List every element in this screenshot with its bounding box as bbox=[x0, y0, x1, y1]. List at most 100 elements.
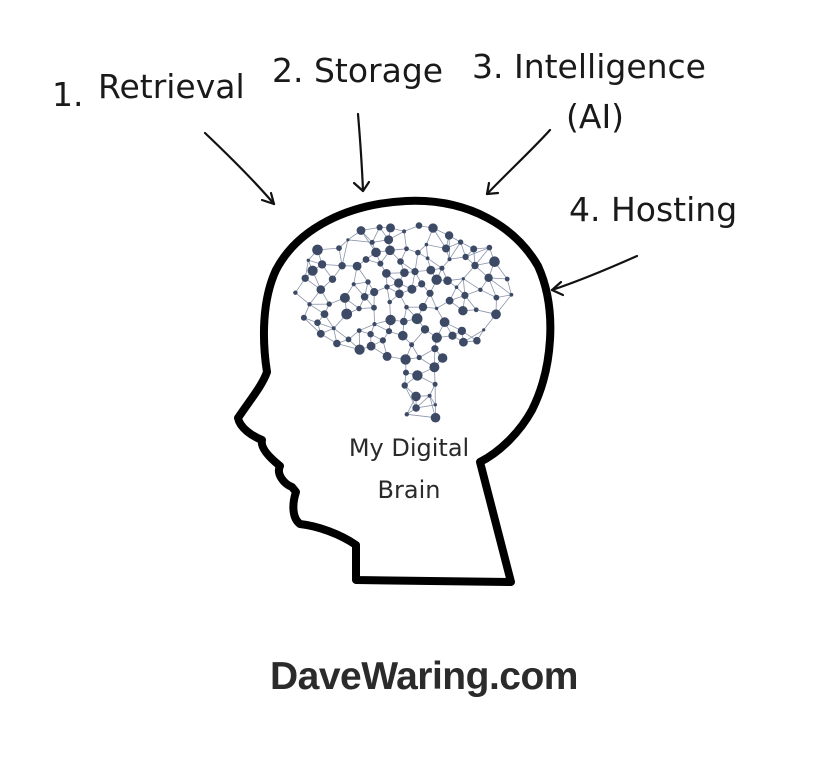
arrows bbox=[203, 112, 639, 297]
brain-node bbox=[470, 245, 478, 253]
brain-node bbox=[400, 354, 411, 365]
brain-node bbox=[293, 290, 298, 295]
brain-node bbox=[346, 238, 350, 242]
label-storage: 2. Storage bbox=[272, 51, 444, 90]
brain-connection bbox=[465, 247, 490, 258]
brain-node bbox=[316, 285, 326, 294]
brain-node bbox=[445, 296, 454, 305]
brain-node bbox=[366, 341, 376, 351]
brain-node bbox=[306, 258, 310, 262]
brain-node bbox=[385, 245, 395, 256]
brain-connection bbox=[506, 278, 512, 295]
brain-connection bbox=[341, 239, 349, 266]
brain-node bbox=[331, 326, 336, 331]
brain-node bbox=[369, 239, 375, 245]
brain-node bbox=[411, 391, 421, 402]
brain-node bbox=[415, 222, 423, 229]
brain-node bbox=[384, 235, 394, 245]
brain-caption-line1: My Digital bbox=[348, 434, 470, 462]
brain-node bbox=[437, 353, 448, 363]
brain-node bbox=[300, 314, 307, 321]
brain-node bbox=[402, 229, 407, 234]
brain-node bbox=[458, 306, 468, 316]
brain-node bbox=[486, 244, 493, 251]
brain-node bbox=[442, 244, 450, 253]
brain-node bbox=[491, 309, 501, 320]
brain-caption-line2: Brain bbox=[377, 476, 441, 504]
brain-node bbox=[372, 322, 377, 327]
brain-node bbox=[385, 314, 396, 326]
brain-connection bbox=[359, 323, 375, 331]
brain-node bbox=[384, 284, 390, 290]
brain-node bbox=[493, 294, 500, 301]
head-silhouette-icon bbox=[234, 196, 555, 586]
brain-connection bbox=[403, 231, 407, 249]
brain-node bbox=[418, 302, 428, 312]
brain-node bbox=[439, 265, 445, 271]
brain-node bbox=[351, 282, 356, 287]
brain-node bbox=[328, 275, 337, 283]
brain-node bbox=[407, 284, 417, 294]
brain-connection bbox=[347, 239, 373, 243]
brain-node bbox=[326, 301, 332, 307]
brain-connection bbox=[426, 244, 428, 259]
brain-node bbox=[382, 351, 392, 361]
site-footer-brand[interactable]: DaveWaring.com bbox=[270, 655, 578, 698]
brain-node bbox=[473, 307, 479, 313]
brain-node bbox=[439, 317, 450, 328]
brain-node bbox=[354, 344, 365, 355]
arrow-retrieval-icon bbox=[203, 131, 276, 206]
brain-node bbox=[400, 268, 409, 278]
brain-node bbox=[401, 382, 408, 389]
brain-node bbox=[314, 319, 321, 327]
brain-node bbox=[338, 262, 346, 270]
brain-node bbox=[403, 369, 409, 376]
brain-node bbox=[336, 245, 342, 252]
brain-node bbox=[447, 257, 452, 262]
brain-node bbox=[444, 231, 454, 240]
brain-node bbox=[382, 269, 391, 278]
brain-node bbox=[411, 313, 423, 325]
brain-node bbox=[397, 258, 404, 265]
brain-node bbox=[431, 274, 442, 285]
brain-node bbox=[341, 308, 353, 320]
brain-node bbox=[448, 331, 457, 340]
brain-node bbox=[333, 339, 341, 348]
neural-network-brain-icon bbox=[293, 222, 514, 423]
brain-connection bbox=[480, 289, 497, 298]
label-retrieval: Retrieval bbox=[98, 67, 245, 106]
brain-node bbox=[356, 305, 362, 312]
brain-node bbox=[459, 337, 468, 347]
brain-node bbox=[482, 328, 486, 332]
label-retrieval-number: 1. bbox=[52, 75, 84, 114]
brain-node bbox=[415, 249, 421, 256]
brain-node bbox=[370, 288, 379, 297]
brain-node bbox=[457, 326, 467, 336]
brain-node bbox=[461, 277, 465, 281]
brain-node bbox=[443, 276, 452, 286]
brain-node bbox=[320, 310, 329, 318]
brain-node bbox=[371, 304, 377, 311]
brain-connection bbox=[456, 278, 464, 288]
brain-node bbox=[473, 336, 481, 345]
brain-node bbox=[376, 224, 383, 231]
brain-node bbox=[409, 342, 415, 348]
brain-node bbox=[431, 332, 442, 343]
brain-connection bbox=[474, 247, 490, 266]
brain-node bbox=[418, 280, 426, 288]
brain-connection bbox=[427, 257, 443, 269]
label-intelligence-ai: (AI) bbox=[566, 97, 625, 136]
brain-node bbox=[317, 260, 327, 269]
label-intelligence: 3. Intelligence bbox=[472, 47, 706, 86]
brain-node bbox=[307, 265, 318, 276]
brain-node bbox=[356, 226, 366, 235]
brain-node bbox=[461, 291, 469, 299]
brain-node bbox=[386, 223, 395, 233]
brain-node bbox=[454, 285, 459, 290]
brain-node bbox=[432, 381, 438, 387]
brain-node bbox=[352, 261, 362, 271]
brain-node bbox=[371, 247, 381, 258]
brain-node bbox=[471, 261, 479, 270]
brain-node bbox=[360, 293, 369, 301]
brain-node bbox=[412, 404, 420, 412]
